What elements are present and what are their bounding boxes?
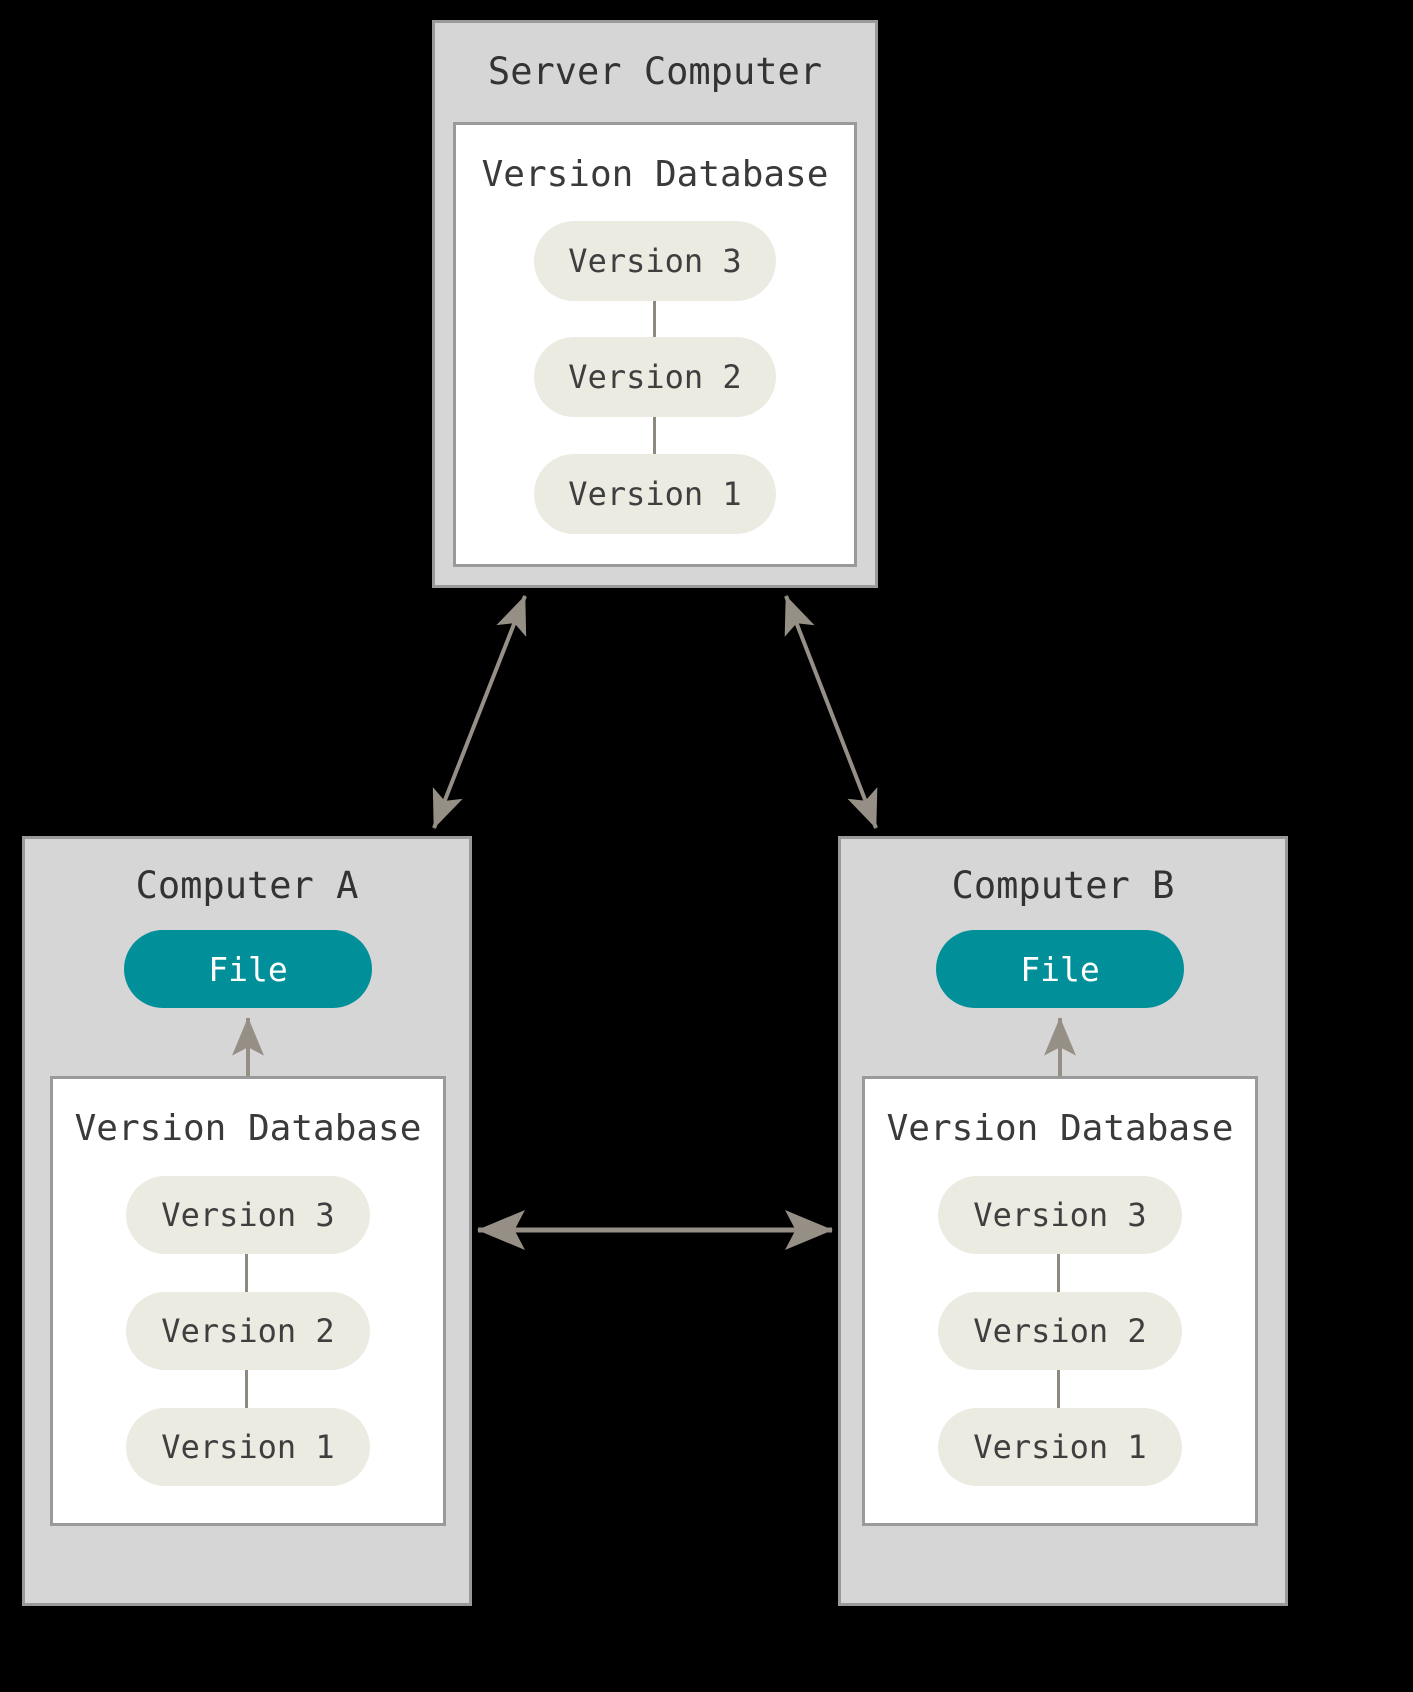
server-version-1-node[interactable]: Version 1 bbox=[534, 454, 776, 534]
computer-b-version-1-node[interactable]: Version 1 bbox=[938, 1408, 1182, 1486]
computer-a-version-3-node[interactable]: Version 3 bbox=[126, 1176, 370, 1254]
computer-b-title: Computer B bbox=[951, 864, 1175, 907]
server-version-3-node[interactable]: Version 3 bbox=[534, 221, 776, 301]
server-version-database-title: Version Database bbox=[481, 154, 829, 195]
arrow-server-computer-a bbox=[432, 595, 527, 829]
computer-a-title: Computer A bbox=[135, 864, 359, 907]
server-version-connector-3-2 bbox=[653, 301, 656, 337]
computer-a-version-connector-3-2 bbox=[245, 1254, 248, 1292]
computer-b-version-connector-2-1 bbox=[1057, 1370, 1060, 1408]
computer-b-version-connector-3-2 bbox=[1057, 1254, 1060, 1292]
computer-a-file-node[interactable]: File bbox=[124, 930, 372, 1008]
computer-a-version-connector-2-1 bbox=[245, 1370, 248, 1408]
computer-b-version-database-title: Version Database bbox=[886, 1108, 1234, 1149]
server-computer-title: Server Computer bbox=[487, 50, 823, 93]
server-version-2-node[interactable]: Version 2 bbox=[534, 337, 776, 417]
arrow-server-computer-b bbox=[784, 595, 878, 829]
computer-a-version-2-node[interactable]: Version 2 bbox=[126, 1292, 370, 1370]
computer-a-version-1-node[interactable]: Version 1 bbox=[126, 1408, 370, 1486]
computer-b-version-3-node[interactable]: Version 3 bbox=[938, 1176, 1182, 1254]
computer-b-version-2-node[interactable]: Version 2 bbox=[938, 1292, 1182, 1370]
computer-b-file-node[interactable]: File bbox=[936, 930, 1184, 1008]
server-version-connector-2-1 bbox=[653, 417, 656, 454]
computer-a-version-database-title: Version Database bbox=[74, 1108, 422, 1149]
